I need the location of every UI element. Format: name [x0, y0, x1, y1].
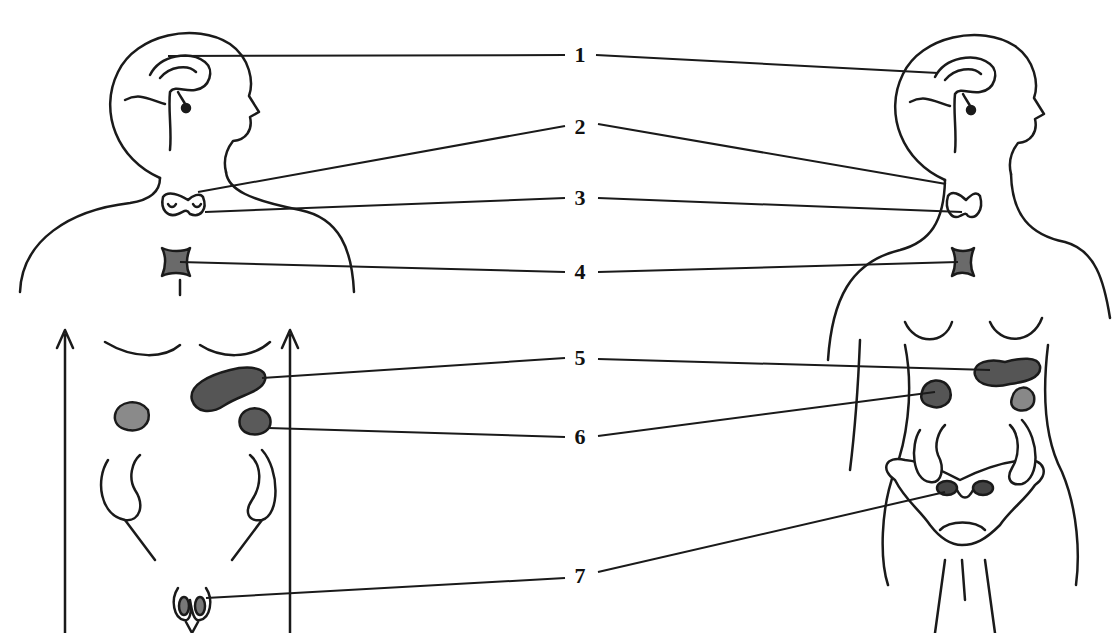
leader-line	[596, 55, 938, 73]
callout-number: 2	[571, 115, 590, 139]
uterus	[957, 490, 973, 498]
callout-number: 5	[571, 346, 590, 370]
callout-number: 7	[571, 564, 590, 588]
legs	[935, 560, 995, 633]
leader-line	[268, 428, 565, 437]
brain-detail	[910, 69, 981, 114]
callout-number: 4	[571, 260, 590, 284]
pancreas	[975, 359, 1040, 386]
female-figure	[828, 35, 1110, 633]
head-outline	[895, 35, 1044, 180]
leader-line	[180, 262, 565, 272]
adrenal	[1011, 388, 1034, 411]
ovary	[973, 481, 993, 495]
pituitary	[182, 104, 190, 112]
male-kidneys	[101, 450, 275, 520]
testis	[179, 597, 189, 615]
leader-line	[598, 492, 945, 572]
leader-line	[598, 392, 935, 436]
adrenal	[115, 402, 149, 430]
thyroid	[162, 194, 204, 215]
callout-number: 1	[571, 43, 590, 67]
leader-line	[198, 126, 565, 192]
testis	[195, 597, 205, 615]
leader-line	[598, 359, 990, 370]
right-waist	[1045, 345, 1078, 585]
right-shoulder	[1011, 174, 1110, 318]
pituitary	[967, 106, 975, 114]
breasts	[905, 318, 1042, 339]
thyroid-detail	[168, 204, 201, 207]
scrotum	[174, 588, 211, 620]
adrenal	[239, 408, 270, 434]
leader-line	[205, 198, 565, 212]
leader-line	[598, 124, 946, 184]
penis	[186, 622, 198, 633]
callout-number: 3	[571, 186, 590, 210]
callout-number: 6	[571, 425, 590, 449]
brain-detail	[125, 67, 196, 112]
leader-line	[168, 55, 565, 56]
thyroid	[947, 193, 981, 217]
pelvis-detail	[940, 523, 985, 531]
leader-line	[262, 358, 565, 378]
left-arm-line	[57, 330, 73, 633]
female-kidney	[914, 425, 945, 482]
female-kidney	[1009, 420, 1035, 484]
left-arm-line	[850, 340, 860, 470]
leader-lines	[168, 55, 990, 598]
leader-line	[598, 262, 958, 272]
chest-line	[105, 342, 270, 355]
right-shoulder	[226, 172, 354, 292]
head-outline	[110, 33, 259, 178]
male-head	[110, 33, 259, 178]
leader-line	[206, 578, 565, 598]
leader-line	[598, 198, 962, 212]
left-shoulder	[20, 178, 160, 292]
sternum	[179, 280, 182, 295]
male-figure	[20, 33, 354, 633]
ureters	[125, 520, 262, 560]
pancreas	[192, 368, 266, 411]
female-head	[895, 35, 1044, 180]
